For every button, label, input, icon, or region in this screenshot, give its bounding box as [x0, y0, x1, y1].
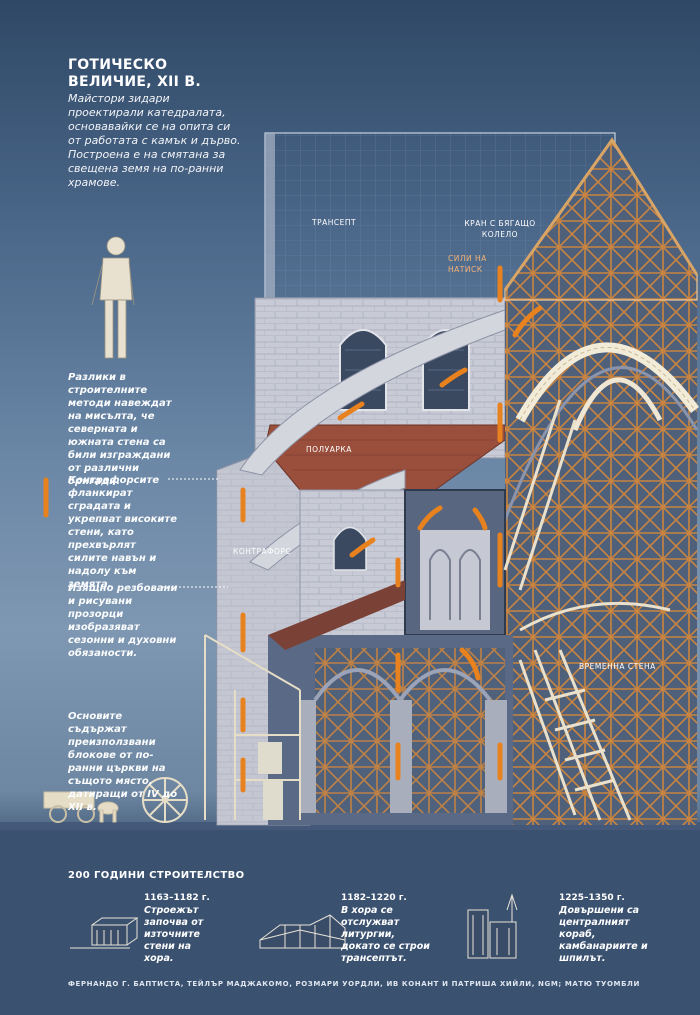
title-line-2: ВЕЛИЧИЕ, XII В.: [68, 74, 201, 90]
label-crane: КРАН С БЯГАЩО КОЛЕЛО: [464, 219, 536, 239]
timeline-step-years: 1182–1220 г.: [341, 893, 407, 903]
worker-figure: [91, 236, 135, 359]
title-line-1: ГОТИЧЕСКО: [68, 57, 168, 73]
page-title: ГОТИЧЕСКО ВЕЛИЧИЕ, XII В.: [68, 57, 201, 91]
timeline-step: 1163–1182 г. Строежът започва от източни…: [144, 893, 254, 965]
note-buttresses: Контрафорсите фланкират сградата и укреп…: [68, 475, 178, 590]
force-arrows: [240, 265, 543, 793]
ox-cart: [43, 791, 119, 823]
note-windows: Изящно резбовани и рисувани прозорци изо…: [68, 583, 178, 659]
timeline-icon-2: [259, 914, 346, 949]
label-temporary-wall: ВРЕМЕННА СТЕНА: [579, 662, 656, 671]
timeline-step-years: 1225–1350 г.: [559, 893, 625, 903]
note-methods: Разлики в строителните методи навеждат н…: [68, 372, 172, 487]
temporary-wall-scaffold: [503, 399, 671, 821]
timeline-icon-3: [467, 893, 518, 959]
label-flying-buttress: ПОЛУАРКА: [306, 445, 352, 454]
credit-line: ФЕРНАНДО Г. БАПТИСТА, ТЕЙЛЪР МАДЖАКОМО, …: [68, 980, 640, 988]
treadwheel-crane: [142, 634, 301, 823]
timeline-step-text: Строежът започва от източните стени на х…: [144, 905, 204, 964]
label-forces: СИЛИ НА НАТИСК: [448, 254, 487, 274]
timeline-step: 1225–1350 г. Довършени са централният ко…: [559, 893, 669, 965]
intro-text: Майстори зидари проектирали катедралата,…: [68, 92, 241, 189]
timeline-step-text: В хора се отслужват литургии, докато се …: [341, 905, 430, 964]
note-foundations: Основите съдържат преизползвани блокове …: [68, 711, 178, 813]
timeline-title: 200 ГОДИНИ СТРОИТЕЛСТВО: [68, 870, 245, 881]
timeline-step-text: Довършени са централният кораб, камбанар…: [559, 905, 648, 964]
label-buttress: КОНТРАФОРС: [233, 547, 292, 556]
timeline-step: 1182–1220 г. В хора се отслужват литурги…: [341, 893, 451, 965]
timeline-step-years: 1163–1182 г.: [144, 893, 210, 903]
timeline-icon-1: [70, 917, 139, 949]
label-transept: ТРАНСЕПТ: [312, 218, 357, 227]
